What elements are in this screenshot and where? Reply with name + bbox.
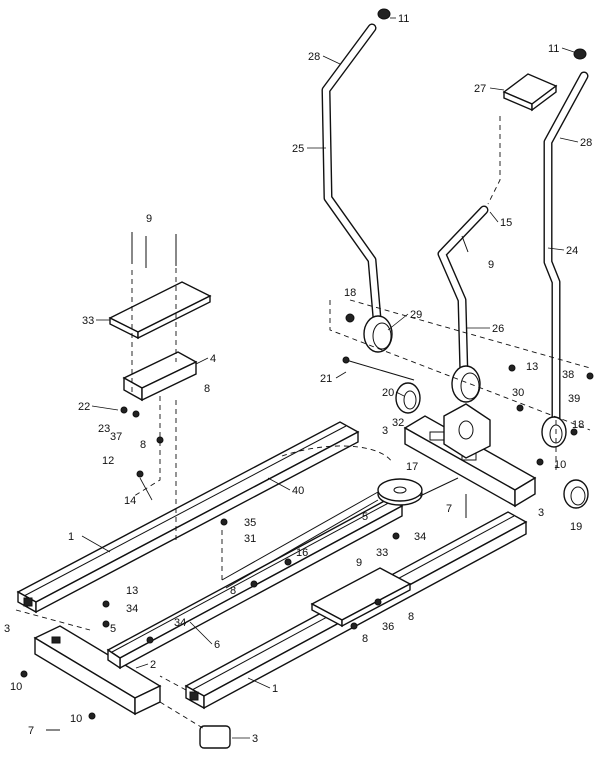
wheel-26 [451, 365, 481, 403]
callout-label: 9 [356, 557, 362, 569]
callout-label: 30 [512, 387, 524, 399]
callout-label: 18 [344, 287, 356, 299]
upper-foot-pad [108, 281, 212, 340]
callout-label: 33 [82, 315, 94, 327]
console-monitor [502, 73, 558, 112]
callout-label: 22 [78, 401, 90, 413]
bearing-plate-32 [443, 403, 491, 459]
callout-label: 10 [554, 459, 566, 471]
callout-label: 28 [580, 137, 592, 149]
callout-label: 9 [488, 259, 494, 271]
callout-label: 11 [548, 43, 559, 55]
callout-label: 2 [150, 659, 156, 671]
callout-label: 8 [140, 439, 146, 451]
cap-right [573, 48, 587, 60]
callout-labels: 11 28 25 11 27 28 15 24 9 9 33 18 29 26 … [4, 13, 592, 745]
leader-lines [81, 17, 579, 739]
callout-label: 8 [362, 633, 368, 645]
front-crossmember [33, 625, 162, 716]
callout-label: 29 [410, 309, 422, 321]
callout-label: 7 [28, 725, 34, 737]
callout-label: 24 [566, 245, 578, 257]
cap-left [377, 8, 391, 20]
callout-label: 28 [308, 51, 320, 63]
left-rail [16, 421, 360, 614]
callout-label: 33 [376, 547, 388, 559]
callout-label: 8 [230, 585, 236, 597]
pad-bracket [122, 351, 198, 402]
callout-label: 9 [146, 213, 152, 225]
callout-label: 34 [126, 603, 138, 615]
callout-label: 10 [70, 713, 82, 725]
callout-label: 13 [526, 361, 538, 373]
callout-label: 40 [292, 485, 304, 497]
callout-label: 1 [68, 531, 74, 543]
callout-label: 6 [214, 639, 220, 651]
callout-label: 27 [474, 83, 486, 95]
callout-label: 3 [382, 425, 388, 437]
callout-label: 32 [392, 417, 404, 429]
callout-label: 14 [124, 495, 136, 507]
callout-label: 21 [320, 373, 332, 385]
end-cap-19 [563, 479, 589, 509]
callout-label: 11 [398, 13, 409, 25]
callout-label: 8 [204, 383, 210, 395]
callout-label: 31 [244, 533, 256, 545]
callout-label: 12 [102, 455, 114, 467]
arm-26 [437, 205, 489, 381]
callout-label: 37 [110, 431, 122, 443]
wheel-20 [395, 382, 421, 414]
callout-label: 3 [252, 733, 258, 745]
callout-label: 36 [382, 621, 394, 633]
callout-label: 19 [570, 521, 582, 533]
callout-label: 15 [500, 217, 512, 229]
callout-label: 4 [210, 353, 216, 365]
arm-24 [543, 71, 589, 425]
callout-label: 35 [244, 517, 256, 529]
wheel-39 [541, 416, 567, 448]
callout-label: 5 [362, 511, 368, 523]
lower-foot-pad [310, 567, 412, 628]
callout-label: 39 [568, 393, 580, 405]
arm-25 [321, 23, 383, 335]
callout-label: 18 [572, 419, 584, 431]
callout-label: 16 [296, 547, 308, 559]
callout-label: 38 [562, 369, 574, 381]
callout-label: 17 [406, 461, 418, 473]
callout-label: 8 [408, 611, 414, 623]
callout-label: 3 [4, 623, 10, 635]
end-cap-front [199, 725, 231, 749]
callout-label: 5 [110, 623, 116, 635]
callout-label: 34 [174, 617, 186, 629]
callout-label: 3 [538, 507, 544, 519]
callout-label: 23 [98, 423, 110, 435]
hardware [20, 232, 594, 731]
callout-label: 34 [414, 531, 426, 543]
wheel-29 [363, 315, 393, 353]
callout-label: 7 [446, 503, 452, 515]
axle-21 [345, 359, 415, 381]
callout-label: 26 [492, 323, 504, 335]
drive-pulley [221, 477, 459, 589]
callout-label: 10 [10, 681, 22, 693]
callout-label: 20 [382, 387, 394, 399]
callout-label: 1 [272, 683, 278, 695]
callout-label: 13 [126, 585, 138, 597]
assembly-lines [15, 116, 591, 731]
callout-label: 25 [292, 143, 304, 155]
center-beam [106, 497, 404, 670]
